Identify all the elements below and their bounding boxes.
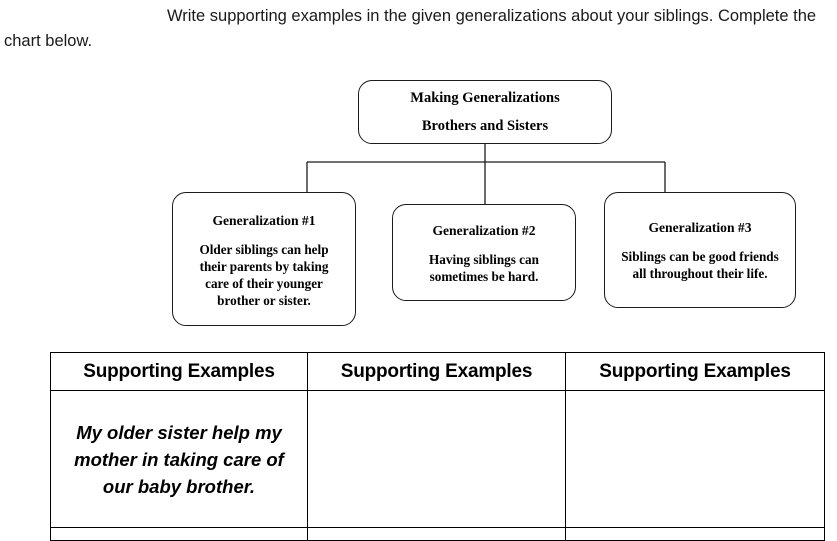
column-header-2: Supporting Examples bbox=[307, 352, 566, 391]
table-row: My older sister help my mother in taking… bbox=[50, 390, 825, 528]
instruction-line-1: Write supporting examples in the given g… bbox=[167, 7, 714, 25]
answer-text-r1c1: My older sister help my mother in taking… bbox=[74, 421, 284, 497]
table-row bbox=[50, 527, 825, 541]
root-node-line-1: Making Generalizations bbox=[410, 89, 560, 106]
table-header-row: Supporting Examples Supporting Examples … bbox=[50, 352, 825, 391]
column-header-3: Supporting Examples bbox=[565, 352, 825, 391]
generalization-1-body: Older siblings can help their parents by… bbox=[199, 241, 329, 308]
root-node-line-2: Brothers and Sisters bbox=[421, 117, 549, 134]
answer-cell-r2c3[interactable] bbox=[565, 527, 825, 541]
answer-text-r2c1 bbox=[51, 534, 307, 535]
answer-cell-r2c2[interactable] bbox=[307, 527, 566, 541]
answer-text-r2c3 bbox=[566, 534, 824, 535]
generalization-2-title: Generalization #2 bbox=[432, 222, 536, 238]
supporting-examples-table: Supporting Examples Supporting Examples … bbox=[50, 352, 825, 541]
answer-cell-r1c1[interactable]: My older sister help my mother in taking… bbox=[50, 390, 308, 528]
instructions-paragraph: Write supporting examples in the given g… bbox=[4, 4, 834, 54]
flowchart-node-generalization-3: Generalization #3 Siblings can be good f… bbox=[604, 192, 796, 308]
generalization-3-title: Generalization #3 bbox=[648, 220, 752, 235]
answer-cell-r1c2[interactable] bbox=[307, 390, 566, 528]
instruction-line-2: Complete the chart below. bbox=[4, 7, 817, 50]
answer-text-r2c2 bbox=[308, 534, 565, 535]
column-header-1: Supporting Examples bbox=[50, 352, 308, 391]
answer-cell-r1c3[interactable] bbox=[565, 390, 825, 528]
answer-text-r1c2 bbox=[308, 459, 565, 460]
generalization-2-body: Having siblings can sometimes be hard. bbox=[429, 251, 539, 284]
flowchart-node-generalization-2: Generalization #2 Having siblings can so… bbox=[392, 204, 576, 301]
generalizations-flowchart: Making Generalizations Brothers and Sist… bbox=[172, 80, 796, 326]
answer-cell-r2c1[interactable] bbox=[50, 527, 308, 541]
generalization-3-body: Siblings can be good friends all through… bbox=[621, 249, 779, 281]
flowchart-root-node: Making Generalizations Brothers and Sist… bbox=[358, 80, 612, 144]
flowchart-node-generalization-1: Generalization #1 Older siblings can hel… bbox=[172, 192, 356, 326]
answer-text-r1c3 bbox=[566, 459, 824, 460]
generalization-1-title: Generalization #1 bbox=[212, 212, 316, 228]
